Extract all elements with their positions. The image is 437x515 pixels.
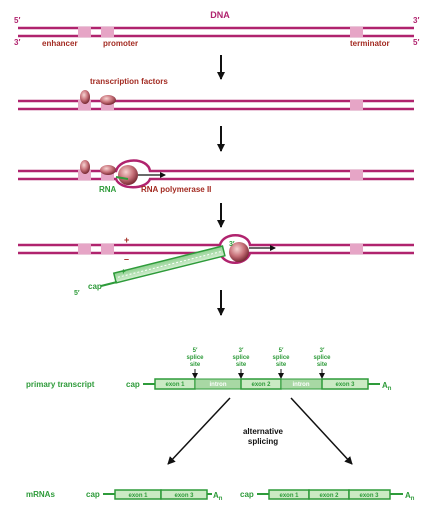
alternative-splicing-label-line1: alternative [243,427,284,436]
splice-site-word: splice [272,355,290,361]
transcription-factor [80,90,90,104]
terminator-region [350,100,363,110]
rna-5-prime-label: 5′ [74,290,80,297]
rna-label: RNA [99,185,117,194]
mrnas-label: mRNAs [26,490,55,499]
rna-3-prime-label: 3′ [229,241,235,248]
enhancer-label: enhancer [42,39,78,48]
rna-polymerase-label: RNA polymerase II [141,185,211,194]
mrna-cap-label: cap [240,490,254,499]
promoter-region [101,100,114,110]
strand-end-3-bottom: 3′ [14,38,20,47]
promoter-region [101,27,114,37]
alternative-splicing-label-line2: splicing [248,437,278,446]
segment-label: exon 3 [335,382,355,388]
segment-label: exon 2 [251,382,271,388]
segment-label: exon 3 [359,493,379,499]
splice-site-word: splice [186,355,204,361]
rna-plus-label: + [121,267,126,276]
rna-transcript [112,245,226,284]
dna-top-strand [18,234,414,247]
splice-site-4: 3′ splice site [313,348,331,379]
splice-site-2: 3′ splice site [232,348,250,379]
primary-transcript-panel: primary transcript cap 5′ splice site 3′… [26,348,392,392]
promoter-label: promoter [103,39,138,48]
transcription-factor [100,165,116,175]
primary-transcript-cap-label: cap [126,380,140,389]
strand-end-3-top: 3′ [413,16,419,25]
dna-title: DNA [210,10,230,20]
transcription-factors-panel: transcription factors [18,77,414,111]
splice-site-word: site [236,362,247,368]
segment-label: intron [293,382,310,388]
strand-end-5-top: 5′ [14,16,20,25]
rna-polymerase [229,242,249,262]
enhancer-region [78,170,91,180]
terminator-label: terminator [350,39,390,48]
polymerase-binding-panel: RNA RNA polymerase II [18,159,414,194]
promoter-region [101,244,114,254]
dna-bottom-strand [18,177,414,189]
splice-site-prime: 3′ [320,348,325,354]
splicing-arrow-left [167,397,231,465]
terminator-region [350,244,363,254]
splice-site-prime: 3′ [239,348,244,354]
terminator-region [350,27,363,37]
enhancer-region [78,27,91,37]
segment-label: intron [210,382,227,388]
strand-end-5-bottom: 5′ [413,38,419,47]
segment-label: exon 1 [279,493,299,499]
poly-a-tail: An [382,381,392,392]
elongation-panel: + – + cap 5′ 3′ [18,234,414,297]
splice-site-1: 5′ splice site [186,348,204,379]
enhancer-region [78,100,91,110]
terminator-region [350,170,363,180]
transcription-factors-label: transcription factors [90,77,168,86]
splice-site-word: site [317,362,328,368]
segment-label: exon 3 [174,493,194,499]
poly-a-tail: An [213,491,223,502]
splice-site-word: splice [313,355,331,361]
plus-strand-label: + [124,235,129,245]
splice-site-word: site [276,362,287,368]
nascent-rna [115,176,129,180]
segment-label: exon 1 [128,493,148,499]
splice-site-word: splice [232,355,250,361]
transcription-factor [100,95,116,105]
poly-a-tail: An [405,491,415,502]
mrna-left: cap exon 1 exon 3 An [86,489,223,502]
primary-transcript-label: primary transcript [26,380,95,389]
cap-label: cap [88,282,102,291]
splice-site-3: 5′ splice site [272,348,290,379]
segment-label: exon 2 [319,493,339,499]
enhancer-region [78,244,91,254]
splice-site-prime: 5′ [193,348,198,354]
mrna-cap-label: cap [86,490,100,499]
primary-transcript-bar: exon 1 intron exon 2 intron exon 3 [154,378,369,390]
dna-top-strand [18,159,414,173]
minus-strand-label: – [124,254,129,264]
segment-label: exon 1 [165,382,185,388]
cap-connector [100,281,118,287]
splice-site-prime: 5′ [279,348,284,354]
splicing-arrow-right [290,397,353,465]
splice-site-word: site [190,362,201,368]
dna-panel: DNA 5′ 3′ 3′ 5′ enhancer promoter termin… [14,10,419,48]
transcription-factor [80,160,90,174]
promoter-region [101,170,114,180]
mrna-right: cap exon 1 exon 2 exon 3 An [240,489,415,502]
mrna-panel: mRNAs cap exon 1 exon 3 An cap exon 1 ex… [26,489,415,502]
rna-polymerase [118,165,138,185]
